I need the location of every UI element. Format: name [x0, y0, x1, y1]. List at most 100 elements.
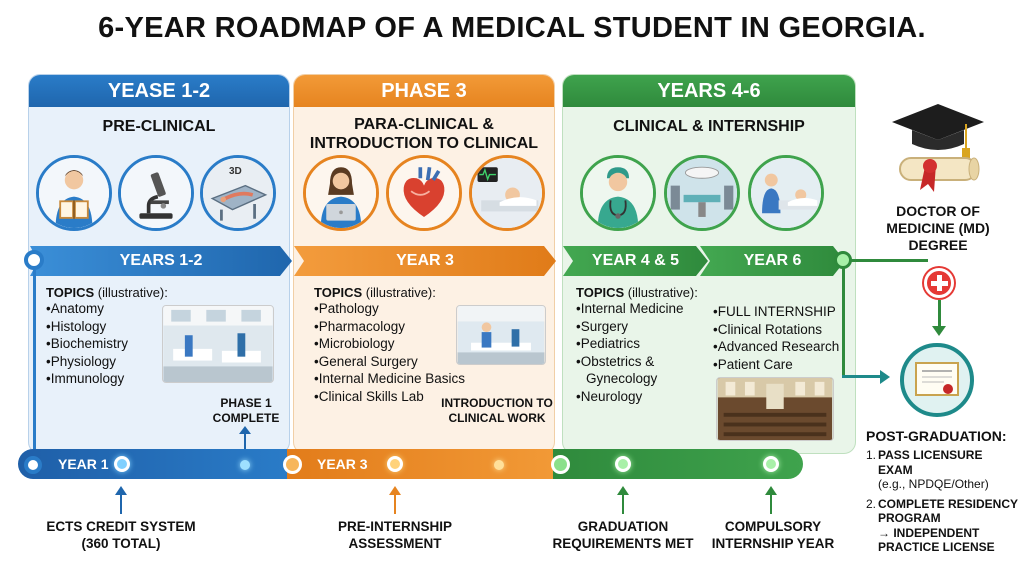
label-line-1: ECTS CREDIT SYSTEM — [46, 519, 196, 534]
nurse-patient-icon — [748, 155, 824, 231]
phase-subtitle-line-2: INTRODUCTION TO CLINICAL — [309, 135, 539, 152]
topics-heading-text: TOPICS — [46, 285, 95, 300]
student-reading-icon — [36, 155, 112, 231]
degree-line-1: DOCTOR OF — [896, 203, 980, 219]
topics-list: PathologyPharmacologyMicrobiologyGeneral… — [314, 300, 514, 405]
milestone-line-2: COMPLETE — [212, 411, 280, 425]
medical-cross-icon — [924, 268, 954, 298]
arrow-pre-internship-line — [394, 492, 396, 514]
arrow-internship-line — [770, 492, 772, 514]
topic-item: Internal Medicine Basics — [314, 370, 514, 388]
ribbon-years-1-2: YEARS 1-2 — [30, 246, 292, 276]
topic-item: Histology — [46, 318, 196, 336]
topic-item: Clinical Skills Lab — [314, 388, 514, 406]
topic-item: Pharmacology — [314, 318, 514, 336]
ribbon-year-4-5: YEAR 4 & 5 — [563, 246, 708, 276]
milestone-line-1: PHASE 1 — [220, 396, 272, 410]
arrow-pre-internship-head — [389, 486, 401, 495]
arrow-to-certificate-line — [938, 300, 941, 328]
label-pre-internship: PRE-INTERNSHIP ASSESSMENT — [320, 518, 470, 552]
timeline-label-year-1: YEAR 1 — [58, 456, 109, 472]
topic-item: Microbiology — [314, 335, 514, 353]
3d-anatomy-table-icon: 3D — [200, 155, 276, 231]
phase-header: PHASE 3 — [294, 75, 554, 107]
topics-block-preclinical: TOPICS (illustrative): AnatomyHistologyB… — [46, 285, 196, 388]
post-item-1: 1. PASS LICENSURE EXAM (e.g., NPDQE/Othe… — [866, 448, 1020, 492]
post-graduation-block: POST-GRADUATION: 1. PASS LICENSURE EXAM … — [866, 428, 1020, 555]
topics-heading-text: TOPICS — [576, 285, 625, 300]
timeline-node-phase-1 — [240, 460, 250, 470]
phase-subtitle-line-1: PARA-CLINICAL & — [354, 116, 494, 133]
connector-to-post — [842, 375, 884, 378]
phase-subtitle: CLINICAL & INTERNSHIP — [613, 118, 805, 135]
label-compulsory-internship: COMPULSORY INTERNSHIP YEAR — [700, 518, 846, 552]
connector-vertical — [842, 259, 845, 377]
arrow-graduation-line — [622, 492, 624, 514]
arrow-ects-head — [115, 486, 127, 495]
timeline-segment-orange: YEAR 3 — [287, 449, 559, 479]
ribbon-year-6: YEAR 6 — [700, 246, 845, 276]
timeline-node-year-5 — [615, 456, 631, 472]
topic-item: Clinical Rotations — [713, 321, 853, 339]
clinical-lab-photo — [456, 305, 546, 365]
topic-item: Gynecology — [586, 371, 658, 386]
topics-note: (illustrative): — [365, 285, 436, 300]
3d-label: 3D — [229, 166, 242, 177]
post-item-2-line-3: → INDEPENDENT — [878, 525, 980, 540]
student-laptop-icon — [303, 155, 379, 231]
post-item-2-line-2: PROGRAM — [878, 511, 941, 525]
start-connector-line — [33, 270, 36, 450]
graduation-cap-diploma-icon — [890, 100, 986, 196]
topics-list-year-6: FULL INTERNSHIPClinical RotationsAdvance… — [713, 303, 853, 373]
arrow-ects-line — [120, 492, 122, 514]
topics-heading: TOPICS (illustrative): — [46, 285, 196, 300]
milestone-line-2: CLINICAL WORK — [448, 411, 546, 425]
topic-item: FULL INTERNSHIP — [713, 303, 853, 321]
topics-list-years-4-5: Internal MedicineSurgeryPediatricsObstet… — [576, 300, 716, 405]
phase-header: YEARS 4-6 — [563, 75, 855, 107]
topic-item: Immunology — [46, 370, 196, 388]
milestone-line-1: INTRODUCTION TO — [441, 396, 553, 410]
post-item-2-line-4: PRACTICE LICENSE — [878, 540, 995, 554]
lecture-hall-photo — [716, 377, 834, 441]
topics-block-internship: FULL INTERNSHIPClinical RotationsAdvance… — [713, 303, 853, 373]
timeline-label-year-3: YEAR 3 — [317, 456, 368, 472]
topic-item: Anatomy — [46, 300, 196, 318]
topics-heading: TOPICS (illustrative): — [576, 285, 716, 300]
label-line-2: REQUIREMENTS MET — [552, 536, 694, 551]
topic-item: Physiology — [46, 353, 196, 371]
operating-room-icon — [664, 155, 740, 231]
label-ects-credit: ECTS CREDIT SYSTEM (360 TOTAL) — [36, 518, 206, 552]
milestone-intro-clinical: INTRODUCTION TO CLINICAL WORK — [436, 396, 558, 426]
timeline-node-year-1 — [114, 456, 130, 472]
arrow-graduation-head — [617, 486, 629, 495]
microscope-icon — [118, 155, 194, 231]
patient-bed-monitor-icon — [469, 155, 545, 231]
degree-label: DOCTOR OF MEDICINE (MD) DEGREE — [866, 203, 1010, 254]
label-line-1: GRADUATION — [577, 519, 669, 534]
post-item-1-number: 1. — [866, 448, 877, 462]
connector-node — [834, 251, 852, 269]
timeline-segment-green — [553, 449, 803, 479]
label-line-2: (360 TOTAL) — [81, 536, 161, 551]
topic-item: Pathology — [314, 300, 514, 318]
label-graduation-requirements: GRADUATION REQUIREMENTS MET — [540, 518, 706, 552]
degree-line-3: DEGREE — [908, 237, 968, 253]
topic-item: Surgery — [576, 318, 716, 336]
milestone-phase-1: PHASE 1 COMPLETE — [206, 396, 286, 426]
hospital-ward-photo — [162, 305, 274, 383]
topic-item: Advanced Research — [713, 338, 853, 356]
phase-header: YEASE 1-2 — [29, 75, 289, 107]
timeline-node-year-3 — [283, 455, 302, 474]
post-item-1-title: PASS LICENSURE EXAM — [878, 448, 983, 477]
topic-item: Pediatrics — [576, 335, 716, 353]
topics-heading-text: TOPICS — [314, 285, 363, 300]
topic-item: Neurology — [576, 388, 716, 406]
topics-block-clinical: TOPICS (illustrative): Internal Medicine… — [576, 285, 716, 405]
arrow-internship-head — [765, 486, 777, 495]
topics-note: (illustrative): — [97, 285, 168, 300]
arrow-to-certificate-head — [932, 326, 946, 336]
cross-horizontal — [931, 281, 948, 286]
page-title: 6-YEAR ROADMAP OF A MEDICAL STUDENT IN G… — [98, 12, 926, 44]
degree-line-2: MEDICINE (MD) — [886, 220, 990, 236]
